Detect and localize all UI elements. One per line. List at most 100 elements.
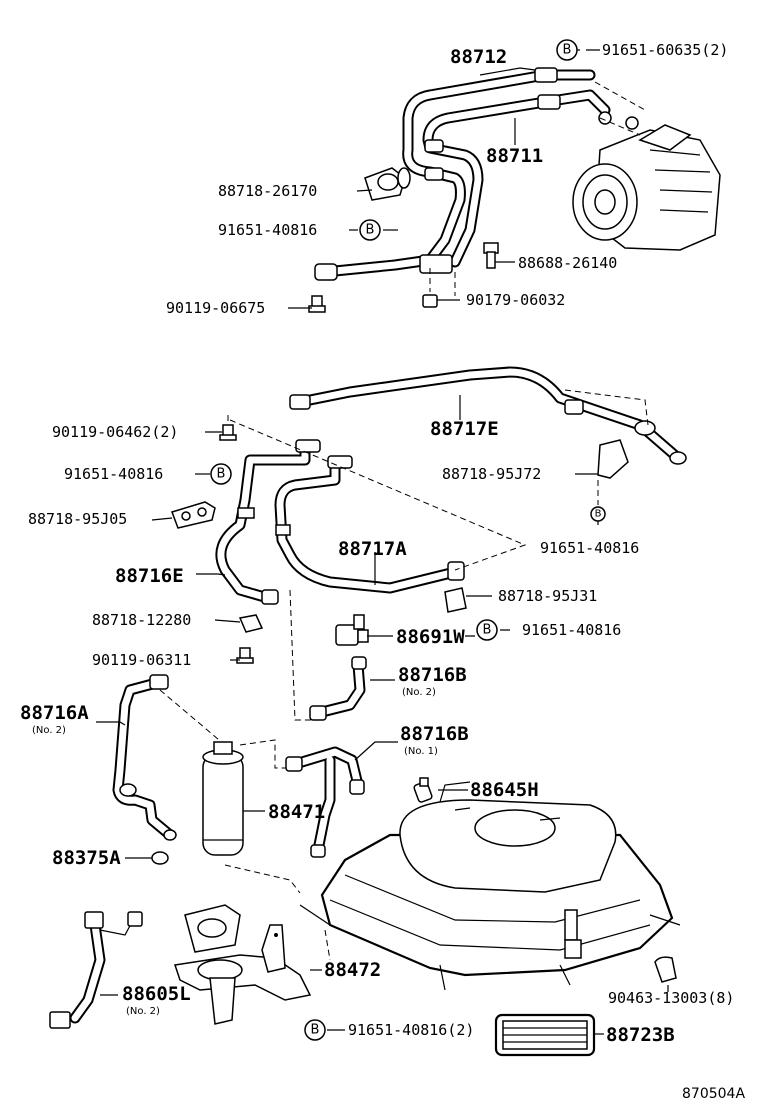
label-88691w: 88691W [396, 626, 465, 648]
leader-dash-88717e [564, 389, 649, 426]
callout-b-3: B [210, 463, 232, 485]
label-88605l: 88605L [122, 983, 191, 1005]
leader-dash-long [229, 419, 527, 571]
leader-dash-compressor [594, 81, 646, 136]
bolt-90119-06462 [219, 424, 237, 441]
pipe-88717e [294, 366, 684, 464]
pipe-88712 [319, 69, 596, 278]
fitting-88716a-top [149, 674, 169, 690]
note-88716b-no1: (No. 1) [404, 746, 438, 757]
callout-b-5: B [476, 619, 498, 641]
fitting-88711-mid [424, 167, 444, 181]
callout-b-3-letter: B [217, 467, 226, 482]
fitting-88716b-no2-end [309, 705, 327, 721]
plug-88375a [151, 851, 169, 865]
label-88716b-no1: 88716B [400, 723, 469, 745]
switch-88645h [413, 777, 433, 803]
label-91651-60635: 91651-60635(2) [602, 41, 728, 59]
bracket-88472 [174, 904, 312, 1025]
leader-dash-evaporator [224, 864, 331, 961]
fitting-88716e-joint [237, 507, 255, 519]
label-88375a: 88375A [52, 847, 121, 869]
fitting-88716b-no1-bottom [310, 844, 326, 858]
pipe-end-block [419, 254, 453, 274]
label-88718-26170: 88718-26170 [218, 182, 317, 200]
fitting-88717e-mid [564, 399, 584, 415]
label-88718-95j31: 88718-95J31 [498, 587, 597, 605]
label-91651-40816-b: 91651-40816 [64, 465, 163, 483]
fitting-88716b-no1-right [349, 779, 365, 795]
label-88472: 88472 [324, 959, 381, 981]
pipe-88716b-no1 [286, 746, 364, 856]
clamp-88718-95j72 [597, 439, 629, 479]
callout-b-6-letter: B [311, 1023, 320, 1038]
fitting-88716a-mid [119, 783, 137, 797]
fitting-88717e-end [669, 451, 687, 465]
fitting-88712-mid [424, 139, 444, 153]
label-90119-06311: 90119-06311 [92, 651, 191, 669]
fitting-88717a-end [447, 561, 465, 581]
label-88716b-no2: 88716B [398, 664, 467, 686]
clamp-88718-95j05 [171, 501, 216, 529]
label-88717a: 88717A [338, 538, 407, 560]
fitting-88717a-joint [275, 524, 291, 536]
label-88718-95j05: 88718-95J05 [28, 510, 127, 528]
pipe-88716b-no2 [312, 659, 366, 719]
callout-b-4: B [590, 506, 606, 522]
fitting-88711-end [537, 94, 561, 110]
label-90119-06675: 90119-06675 [166, 299, 265, 317]
leader-lines [96, 49, 669, 1035]
label-88717e: 88717E [430, 418, 499, 440]
clip-90463-13003 [654, 956, 677, 983]
pipe-88716a [112, 676, 176, 841]
label-88711: 88711 [486, 145, 543, 167]
switch-88688-26140 [483, 242, 499, 269]
bolt-90119-06311 [236, 647, 254, 664]
fitting-88716e-top [295, 439, 321, 453]
label-88718-95j72: 88718-95J72 [442, 465, 541, 483]
label-88688-26140: 88688-26140 [518, 254, 617, 272]
callout-b-1: B [556, 39, 578, 61]
valve-88691w [335, 614, 369, 646]
label-88718-12280: 88718-12280 [92, 611, 191, 629]
callout-b-2: B [359, 219, 381, 241]
callout-b-1-letter: B [563, 43, 572, 58]
label-90179-06032: 90179-06032 [466, 291, 565, 309]
callout-b-4-letter: B [595, 509, 602, 520]
fitting-88717e-right [634, 420, 656, 436]
fitting-88716e-end [261, 589, 279, 605]
clamp-88718-95j31 [444, 587, 467, 613]
fitting-88717e-left [289, 394, 311, 410]
label-88471: 88471 [268, 801, 325, 823]
note-88605l: (No. 2) [126, 1006, 160, 1017]
ac-compressor [572, 111, 721, 251]
label-91651-40816-d: 91651-40816 [522, 621, 621, 639]
clamp-88718-26170 [364, 167, 411, 201]
wire-harness-88605l [49, 911, 143, 1029]
label-91651-40816-e: 91651-40816(2) [348, 1021, 474, 1039]
leader-dash-top [429, 268, 456, 296]
pipe-end-left [314, 263, 338, 281]
nut-90179-06032 [422, 294, 438, 308]
bolt-90119-06675 [308, 295, 326, 313]
pipe-88716e [215, 442, 311, 604]
fitting-88717a-top [327, 455, 353, 469]
clip-88718-12280 [238, 614, 264, 633]
receiver-drier-88471 [202, 741, 244, 856]
label-91651-40816-a: 91651-40816 [218, 221, 317, 239]
label-88723b: 88723B [606, 1024, 675, 1046]
fitting-88716b-no2-top [351, 656, 367, 670]
leader-dash-88716e-down [289, 589, 315, 721]
label-91651-40816-c: 91651-40816 [540, 539, 639, 557]
leader-dash-88716a [159, 689, 295, 769]
callout-b-2-letter: B [366, 223, 375, 238]
label-90119-06462: 90119-06462(2) [52, 423, 178, 441]
evaporator-unit [299, 781, 681, 991]
pipe-88717a [274, 459, 461, 594]
fitting-88712-end [534, 67, 558, 83]
callout-b-5-letter: B [483, 623, 492, 638]
fitting-88716a-end [163, 829, 177, 841]
figure-code: 870504A [682, 1086, 745, 1102]
label-plate-88723b [494, 1013, 596, 1057]
